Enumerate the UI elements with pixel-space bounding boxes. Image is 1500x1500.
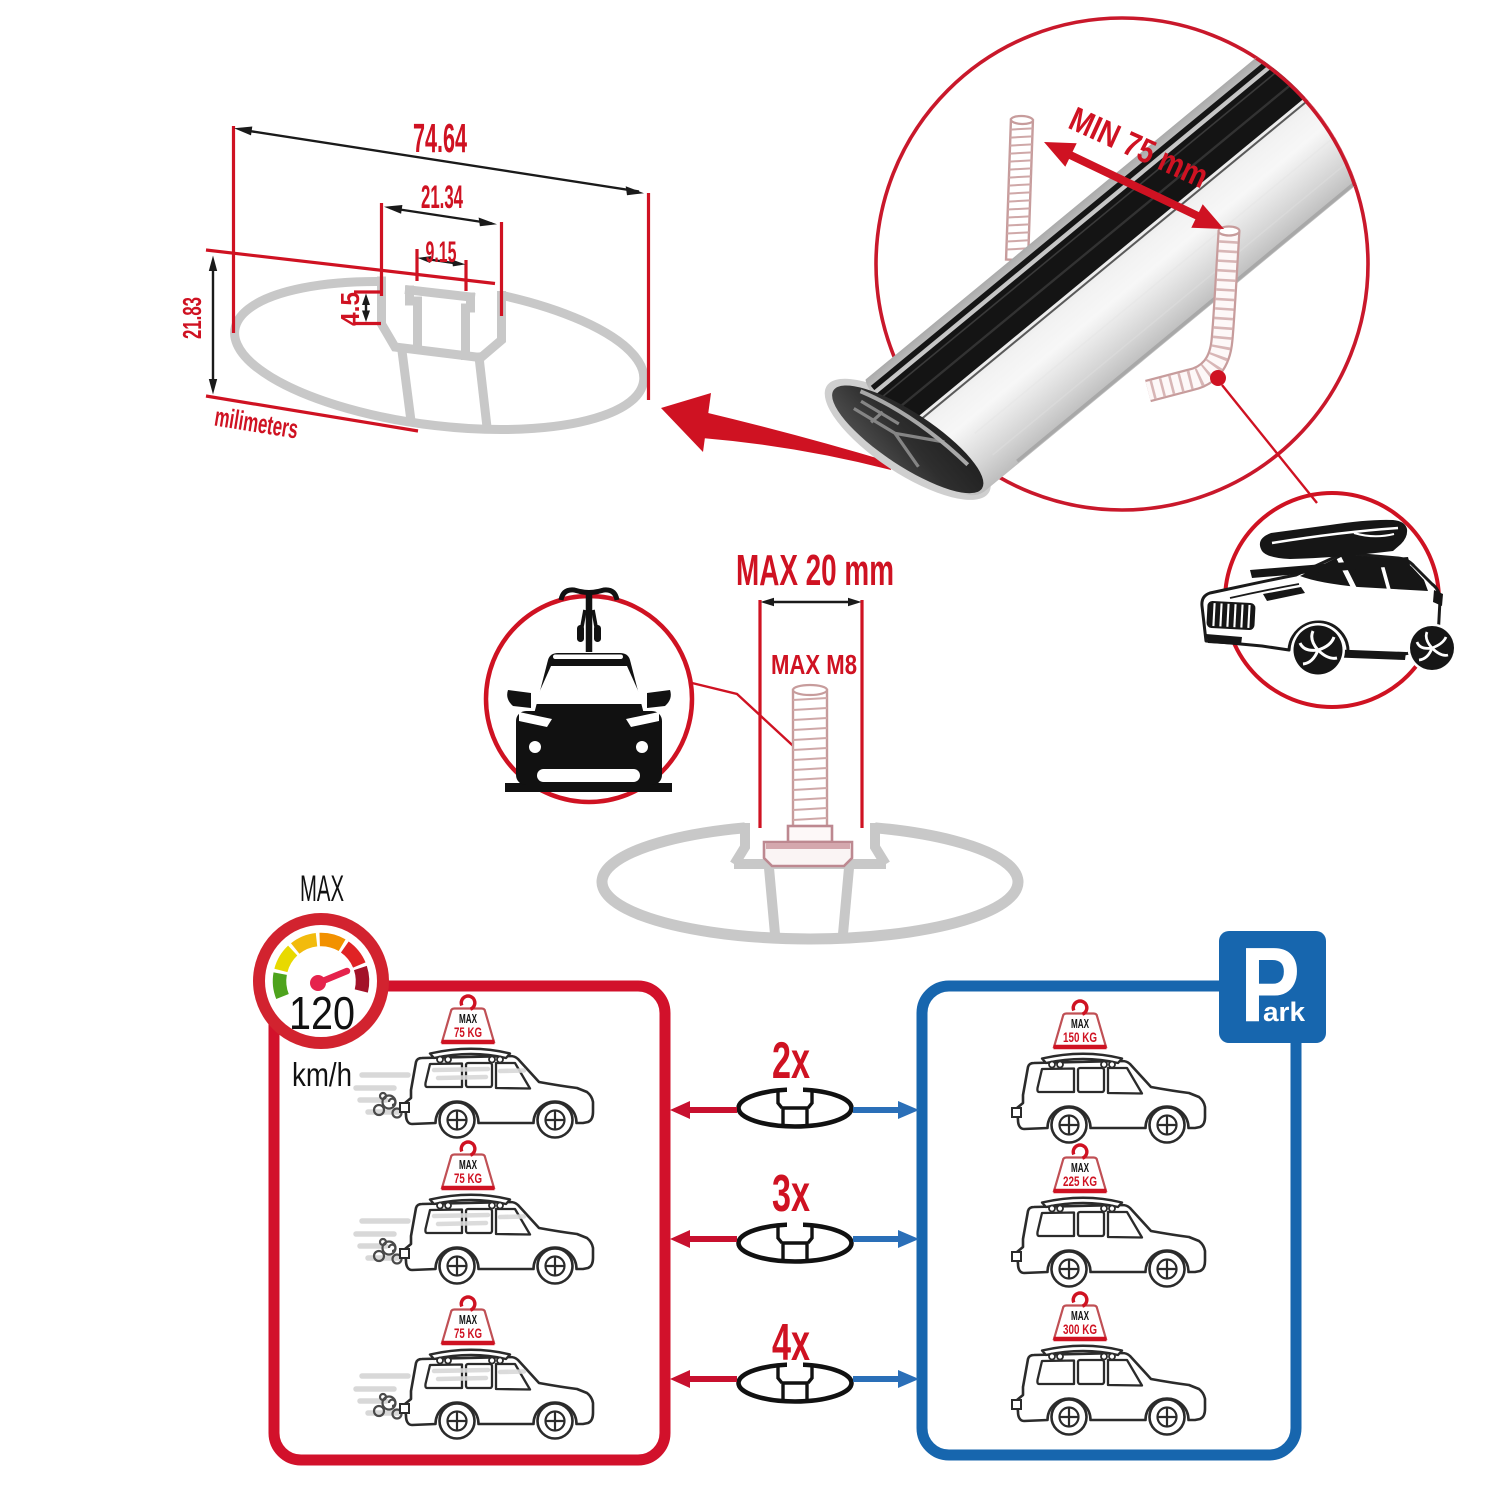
svg-text:4.5: 4.5 xyxy=(335,292,365,326)
svg-text:21.34: 21.34 xyxy=(421,179,463,215)
svg-text:300 KG: 300 KG xyxy=(1063,1322,1097,1337)
svg-text:150 KG: 150 KG xyxy=(1063,1030,1097,1045)
svg-text:MAX M8: MAX M8 xyxy=(771,649,857,680)
svg-text:9.15: 9.15 xyxy=(426,236,457,269)
svg-text:2x: 2x xyxy=(772,1032,810,1090)
svg-text:ark: ark xyxy=(1263,997,1306,1027)
svg-text:3x: 3x xyxy=(772,1165,810,1223)
svg-text:MAX 20 mm: MAX 20 mm xyxy=(736,546,894,595)
svg-text:MAX: MAX xyxy=(300,868,344,909)
svg-text:P: P xyxy=(1240,926,1300,1044)
svg-text:km/h: km/h xyxy=(292,1056,352,1093)
svg-text:75 KG: 75 KG xyxy=(454,1171,482,1186)
svg-text:21.83: 21.83 xyxy=(177,297,207,339)
svg-text:75 KG: 75 KG xyxy=(454,1025,482,1040)
svg-text:74.64: 74.64 xyxy=(413,115,467,161)
svg-text:120: 120 xyxy=(289,987,355,1039)
svg-text:225 KG: 225 KG xyxy=(1063,1174,1097,1189)
svg-text:75 KG: 75 KG xyxy=(454,1326,482,1341)
